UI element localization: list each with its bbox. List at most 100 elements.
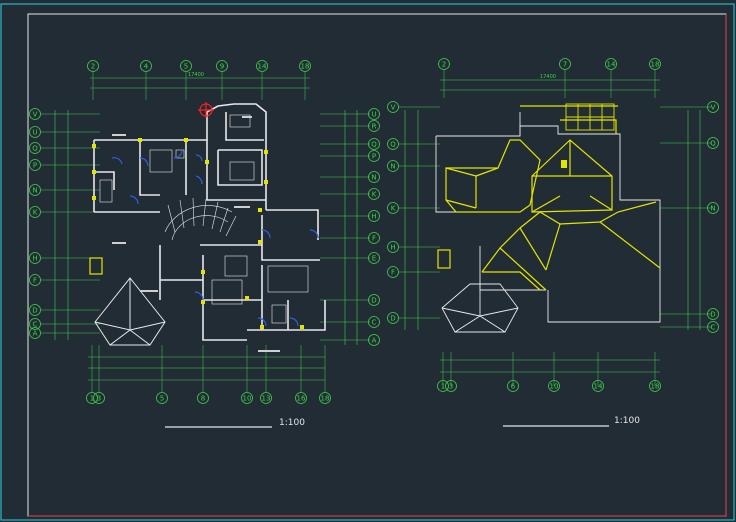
axis-bubble bbox=[29, 142, 41, 154]
axis-bubble-label: 13 bbox=[262, 395, 271, 403]
axis-bubble bbox=[707, 321, 719, 333]
axis-bubble-label: N bbox=[371, 174, 376, 182]
axis-bubble bbox=[86, 392, 98, 404]
axis-bubble bbox=[260, 392, 272, 404]
axis-bubble bbox=[438, 58, 450, 70]
axis-bubble-label: 10 bbox=[550, 383, 559, 391]
roof-plan bbox=[398, 70, 712, 427]
axis-bubble bbox=[368, 108, 380, 120]
roof-plan-ridges bbox=[445, 105, 661, 291]
axis-bubble-label: 2 bbox=[442, 61, 446, 69]
axis-bubble-label: 5 bbox=[184, 63, 188, 71]
axis-bubble-label: 14 bbox=[258, 63, 267, 71]
axis-bubble bbox=[559, 58, 571, 70]
axis-bubble bbox=[507, 380, 519, 392]
axis-bubble-label: Q bbox=[710, 140, 716, 148]
axis-bubble bbox=[29, 274, 41, 286]
axis-bubble bbox=[707, 101, 719, 113]
axis-bubble-label: 16 bbox=[297, 395, 306, 403]
axis-bubble-label: E bbox=[372, 255, 376, 263]
axis-bubble-label: K bbox=[372, 191, 377, 199]
axis-bubble bbox=[29, 108, 41, 120]
axis-bubble-label: 18 bbox=[321, 395, 330, 403]
sheet-inner-border bbox=[27, 13, 727, 517]
axis-bubble bbox=[368, 334, 380, 346]
axis-bubble bbox=[197, 392, 209, 404]
axis-bubble-label: 9 bbox=[220, 63, 224, 71]
axis-bubble-label: P bbox=[372, 153, 376, 161]
floor-plan bbox=[41, 72, 370, 428]
axis-bubble bbox=[29, 304, 41, 316]
axis-bubble bbox=[605, 58, 617, 70]
axis-bubble-label: Q bbox=[32, 145, 38, 153]
axis-bubble-label: 18 bbox=[651, 61, 660, 69]
axis-bubble bbox=[29, 206, 41, 218]
axis-bubble bbox=[29, 327, 41, 339]
axis-bubble-label: A bbox=[33, 330, 38, 338]
axis-bubble bbox=[368, 294, 380, 306]
axis-bubble-label: 1 bbox=[441, 383, 445, 391]
axis-bubble-label: 3 bbox=[97, 395, 101, 403]
floor-plan-scale-label: 1:100 bbox=[279, 418, 305, 428]
axis-bubble bbox=[368, 138, 380, 150]
axis-bubble-label: Q bbox=[390, 141, 396, 149]
roof-plan-vent bbox=[561, 160, 567, 168]
floor-plan-spiral-stair bbox=[164, 197, 237, 241]
axis-bubble bbox=[368, 232, 380, 244]
axis-bubble bbox=[29, 159, 41, 171]
axis-bubble-label: H bbox=[32, 255, 37, 263]
axis-bubble-label: F bbox=[33, 277, 37, 285]
axis-bubble bbox=[295, 392, 307, 404]
floor-plan-dimension-lines bbox=[54, 77, 358, 381]
axis-bubble bbox=[368, 210, 380, 222]
axis-bubble bbox=[387, 138, 399, 150]
floor-plan-columns bbox=[89, 138, 304, 329]
roof-plan-dimension-lines bbox=[404, 79, 701, 373]
axis-bubble-label: 8 bbox=[201, 395, 205, 403]
axis-bubble-label: K bbox=[391, 205, 396, 213]
overall-dimension-text: 17400 bbox=[188, 72, 204, 78]
roof-plan-scale-label: 1:100 bbox=[614, 416, 640, 426]
axis-bubble bbox=[707, 308, 719, 320]
floor-plan-bay-window bbox=[94, 277, 166, 346]
axis-bubble-label: 7 bbox=[563, 61, 567, 69]
roof-plan-chimney bbox=[437, 249, 451, 269]
axis-bubble bbox=[387, 266, 399, 278]
axis-bubble-label: 14 bbox=[607, 61, 616, 69]
axis-bubble-label: N bbox=[32, 187, 37, 195]
floor-plan-walls bbox=[93, 103, 326, 341]
sheet-outer-border bbox=[0, 3, 735, 521]
axis-bubble bbox=[368, 171, 380, 183]
axis-bubble bbox=[156, 392, 168, 404]
axis-bubble bbox=[368, 120, 380, 132]
axis-bubble-label: U bbox=[32, 129, 37, 137]
axis-bubble-label: N bbox=[390, 163, 395, 171]
axis-bubble bbox=[649, 58, 661, 70]
roof-plan-grid-lines bbox=[398, 70, 712, 386]
axis-bubble-label: R bbox=[372, 123, 377, 131]
axis-bubble-label: U bbox=[371, 111, 376, 119]
axis-bubble-label: D bbox=[371, 297, 376, 305]
axis-bubble bbox=[29, 252, 41, 264]
axis-bubble-label: 10 bbox=[243, 395, 252, 403]
overall-dimension-text: 17400 bbox=[540, 74, 556, 80]
axis-bubble-label: C bbox=[711, 324, 716, 332]
axis-bubble-label: F bbox=[391, 269, 395, 277]
axis-bubble bbox=[387, 312, 399, 324]
axis-bubble-label: A bbox=[372, 337, 377, 345]
axis-bubble-label: K bbox=[33, 209, 38, 217]
axis-bubble bbox=[140, 60, 152, 72]
axis-bubble-label: P bbox=[33, 162, 37, 170]
axis-bubble bbox=[387, 101, 399, 113]
axis-bubble-label: 5 bbox=[160, 395, 164, 403]
axis-bubble-label: H bbox=[390, 244, 395, 252]
axis-bubble-label: C bbox=[33, 321, 38, 329]
floor-plan-entrance-marker bbox=[198, 102, 214, 118]
roof-plan-skylight-grid bbox=[565, 103, 615, 131]
axis-bubble-label: 2 bbox=[91, 63, 95, 71]
axis-bubble bbox=[29, 318, 41, 330]
axis-bubble-label: 4 bbox=[144, 63, 149, 71]
axis-bubble-label: V bbox=[711, 104, 716, 112]
axis-bubble-label: 18 bbox=[301, 63, 310, 71]
